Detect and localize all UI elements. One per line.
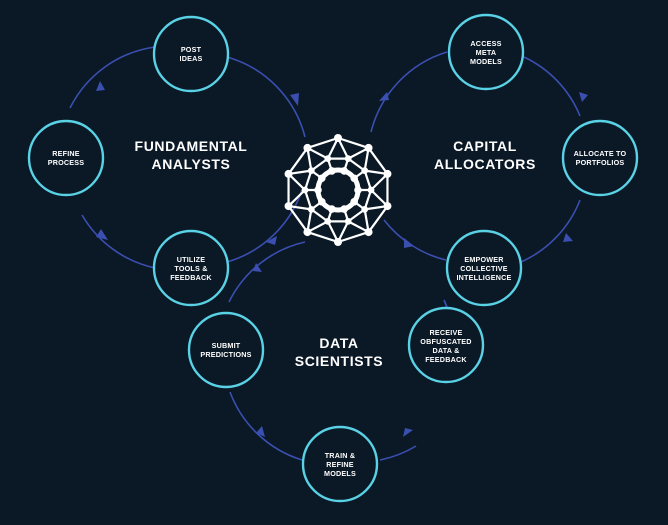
node-train-models-line3: MODELS	[324, 469, 356, 478]
node-allocate-portfolios-line1: ALLOCATE TO	[574, 149, 627, 158]
hub-node-outer	[383, 202, 392, 211]
arrow-ds-4	[256, 426, 265, 437]
hub-edge-outer	[287, 204, 309, 234]
node-refine-process-line1: REFINE	[52, 149, 80, 158]
arrow-ca-4	[404, 238, 414, 248]
node-post-ideas: POST IDEAS	[152, 15, 230, 93]
node-empower-collective-line3: INTELLIGENCE	[456, 273, 511, 282]
node-train-models-line2: REFINE	[326, 460, 354, 469]
hub-edge-outer	[336, 230, 370, 244]
node-utilize-tools-line2: TOOLS &	[174, 264, 207, 273]
hub-node-mid	[344, 217, 352, 225]
hub-node-inner	[340, 205, 348, 213]
group-title-data-line2: SCIENTISTS	[295, 353, 383, 369]
hub-node-mid	[307, 205, 315, 213]
group-title-fundamental-line1: FUNDAMENTAL	[135, 138, 248, 154]
hub-node-inner	[328, 205, 336, 213]
hub-edge-outer	[306, 136, 340, 150]
hub-node-outer	[334, 238, 342, 246]
hub-node-inner	[318, 174, 326, 183]
node-train-models-line1: TRAIN &	[325, 451, 356, 460]
hub-node-outer	[303, 143, 312, 152]
node-receive-data: RECEIVE OBFUSCATED DATA & FEEDBACK	[407, 306, 485, 384]
node-empower-collective: EMPOWER COLLECTIVE INTELLIGENCE	[445, 229, 523, 307]
node-access-meta-line1: ACCESS	[470, 39, 501, 48]
arrow-ca-3	[563, 233, 573, 242]
hub-node-mid	[361, 205, 369, 213]
node-access-meta-line2: META	[476, 48, 497, 57]
hub-node-outer	[303, 228, 312, 237]
arrow-ca-2	[579, 92, 588, 102]
node-receive-data-line2: OBFUSCATED	[420, 337, 471, 346]
group-title-capital-line1: CAPITAL	[453, 138, 517, 154]
node-empower-collective-line1: EMPOWER	[464, 255, 504, 264]
node-post-ideas-line1: POST	[181, 45, 202, 54]
node-utilize-tools: UTILIZE TOOLS & FEEDBACK	[152, 229, 230, 307]
arrow-fa-3	[96, 229, 108, 240]
cycle-fundamental	[69, 46, 306, 269]
arrow-ds-3	[403, 428, 413, 437]
hub-node-mid	[344, 155, 352, 163]
cycle-capital	[370, 51, 581, 263]
arrow-fa-4	[96, 81, 105, 91]
hub-edge-outer	[306, 230, 340, 244]
hub-node-inner	[318, 197, 326, 206]
cycle-paths	[69, 46, 588, 461]
node-refine-process-line2: PROCESS	[48, 158, 85, 167]
hub-node-mid	[367, 186, 375, 194]
group-title-data-line1: DATA	[319, 335, 358, 351]
hub-node-mid	[361, 167, 369, 175]
arrow-fa-2	[266, 236, 277, 245]
hub-node-inner	[354, 186, 362, 194]
arrow-ca-1	[379, 92, 389, 101]
hub-node-outer	[284, 202, 293, 211]
hub-node-inner	[350, 174, 358, 183]
hub-node-outer	[364, 143, 373, 152]
node-receive-data-line1: RECEIVE	[430, 328, 463, 337]
node-refine-process: REFINE PROCESS	[27, 119, 105, 197]
node-receive-data-line3: DATA &	[432, 346, 459, 355]
hub-edge-outer	[336, 136, 370, 150]
node-allocate-portfolios-line2: PORTFOLIOS	[576, 158, 625, 167]
node-receive-data-line4: FEEDBACK	[425, 355, 467, 364]
node-access-meta-line3: MODELS	[470, 57, 502, 66]
hub-node-mid	[324, 155, 332, 163]
hub-node-mid	[301, 186, 309, 194]
node-submit-predictions: SUBMIT PREDICTIONS	[187, 311, 265, 389]
hub-node-outer	[364, 228, 373, 237]
group-title-fundamental-line2: ANALYSTS	[152, 156, 231, 172]
hub-node-inner	[340, 167, 348, 175]
arrow-fa-1	[290, 93, 299, 106]
hub-node-inner	[328, 167, 336, 175]
hub-node-mid	[324, 217, 332, 225]
hub-node-outer	[284, 169, 293, 178]
node-access-meta: ACCESS META MODELS	[447, 13, 525, 91]
hub-edge-outer	[287, 146, 309, 176]
hub-edge-outer	[367, 204, 389, 234]
arrow-ds-1	[253, 263, 262, 272]
node-allocate-portfolios: ALLOCATE TO PORTFOLIOS	[561, 119, 639, 197]
hub-edge-outer	[367, 146, 389, 176]
node-train-models: TRAIN & REFINE MODELS	[301, 425, 379, 503]
node-post-ideas-line2: IDEAS	[180, 54, 203, 63]
group-title-capital-line2: ALLOCATORS	[434, 156, 536, 172]
hub-node-outer	[334, 134, 342, 142]
hub-node-mid	[307, 167, 315, 175]
node-submit-predictions-line1: SUBMIT	[212, 341, 241, 350]
hub-node-inner	[314, 186, 322, 194]
node-utilize-tools-line3: FEEDBACK	[170, 273, 212, 282]
node-submit-predictions-line2: PREDICTIONS	[200, 350, 251, 359]
hub-node-inner	[350, 197, 358, 206]
network-polyhedron-icon	[284, 134, 392, 246]
hub-node-outer	[383, 169, 392, 178]
node-empower-collective-line2: COLLECTIVE	[460, 264, 508, 273]
node-utilize-tools-line1: UTILIZE	[177, 255, 206, 264]
